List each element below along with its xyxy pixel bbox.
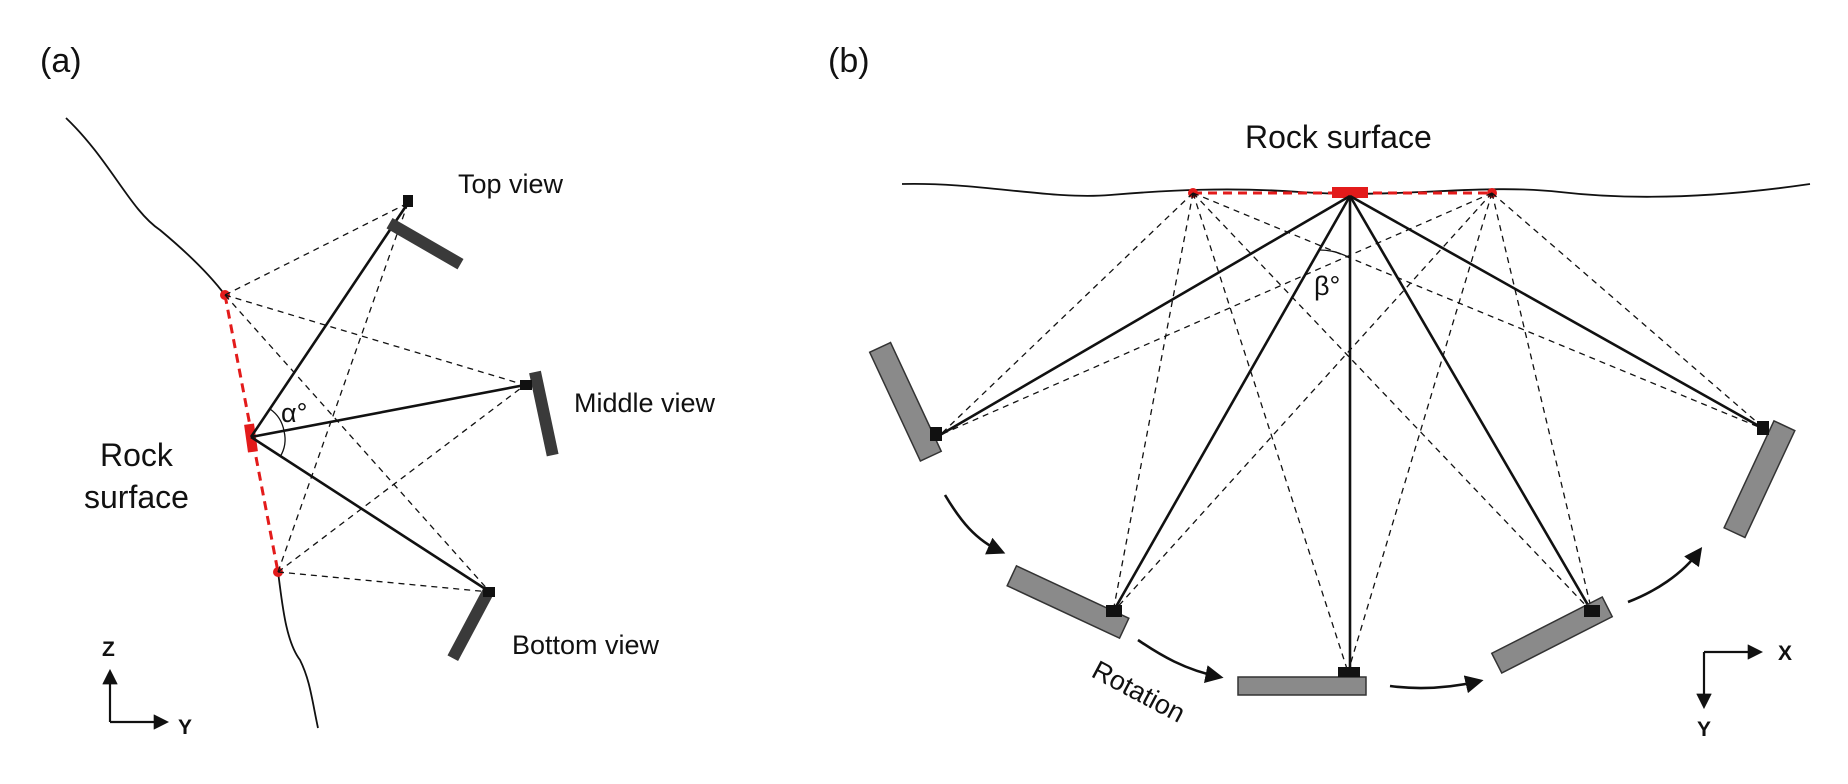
scanner-middle-view [520,370,559,457]
scanner-b-4 [1490,596,1614,674]
scanner-b-1 [868,341,943,463]
panel-a: (a) α° [40,42,716,739]
axes-a [102,668,170,730]
solid-rays-a [249,202,526,594]
scanner-b-2 [1006,564,1130,640]
axes-b [1696,644,1764,710]
angle-arc-b [1318,249,1351,259]
alpha-angle-label: α° [281,398,307,428]
rock-surface-line-a [65,117,226,296]
scanner-bottom-view [447,587,495,662]
rotation-arrows [943,494,1703,694]
scanner-b-3 [1237,667,1367,696]
panel-b-label: (b) [828,42,870,80]
dashed-rays-a [224,202,526,593]
angle-arc-a-lower [279,430,286,458]
axis-y-label-a: Y [178,716,192,739]
rotation-label: Rotation [1087,655,1190,729]
rock-surface-line-a-lower [277,571,319,729]
top-view-label: Top view [458,169,564,199]
scanner-top-view [386,195,464,270]
axis-x-label: X [1778,642,1792,665]
panel-a-label: (a) [40,42,82,80]
axis-y-label-b: Y [1697,718,1711,741]
rock-surface-label-a-line1: Rock [100,437,174,473]
beta-angle-label: β° [1314,271,1340,301]
middle-view-label: Middle view [574,388,716,418]
target-point-b [1332,187,1368,198]
dashed-rays-b [939,192,1767,673]
panel-b: (b) Rock surface β° [828,42,1811,741]
bottom-view-label: Bottom view [512,630,660,660]
rock-surface-label-a-line2: surface [84,479,189,515]
scanner-b-5 [1723,419,1796,539]
angle-arc-a [269,408,285,432]
rock-surface-label-b: Rock surface [1245,119,1432,155]
solid-rays-b [939,194,1767,672]
axis-z-label: Z [102,638,115,661]
